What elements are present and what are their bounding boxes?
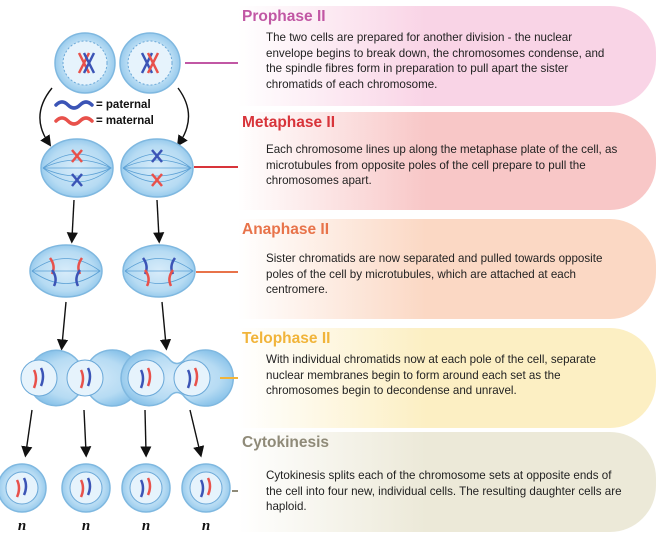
prophase-cell-right	[119, 32, 181, 94]
arrow-telo-to-cell-3	[140, 409, 152, 458]
phase-title: Metaphase II	[242, 114, 336, 131]
ploidy-label: n	[201, 518, 211, 534]
legend-paternal-label: = paternal	[96, 99, 151, 111]
ploidy-label: n	[17, 518, 27, 534]
panel-metaphase-ii: Metaphase II Each chromosome lines up al…	[238, 112, 656, 210]
ploidy-label: n	[141, 518, 151, 534]
panel-telophase-ii: Telophase II With individual chromatids …	[238, 328, 656, 428]
daughter-cell-4	[181, 463, 231, 513]
daughter-cell-2	[61, 463, 111, 513]
anaphase-cell-right	[122, 244, 196, 298]
arrow-telo-to-cell-4	[189, 409, 205, 458]
meiosis-ii-cell-diagram	[0, 32, 234, 513]
telophase-cell-left	[20, 349, 141, 407]
phase-title: Prophase II	[242, 8, 326, 25]
panel-prophase-ii: Prophase II The two cells are prepared f…	[238, 6, 656, 106]
anaphase-cell-left	[29, 244, 103, 298]
connector-metaphase	[194, 166, 263, 168]
arrow-telo-to-cell-2	[80, 409, 92, 458]
phase-description: With individual chromatids now at each p…	[266, 353, 596, 397]
daughter-cell-1	[0, 463, 47, 513]
phase-description: The two cells are prepared for another d…	[266, 31, 605, 91]
phase-description: Cytokinesis splits each of the chromosom…	[266, 469, 622, 513]
ploidy-label: n	[81, 518, 91, 534]
prophase-cell-left	[54, 32, 116, 94]
phase-description: Sister chromatids are now separated and …	[266, 252, 603, 296]
metaphase-cell-left	[40, 138, 114, 198]
phase-title: Cytokinesis	[242, 434, 330, 451]
arrow-ana-to-telo-left	[56, 301, 69, 351]
telophase-cell-right	[120, 349, 234, 407]
metaphase-cell-right	[120, 138, 194, 198]
paternal-legend-icon	[54, 100, 94, 110]
arrow-telo-to-cell-1	[21, 409, 33, 458]
phase-title: Telophase II	[242, 330, 331, 347]
panel-cytokinesis: Cytokinesis Cytokinesis splits each of t…	[238, 432, 656, 532]
curved-arrow-left	[39, 87, 53, 147]
connector-anaphase	[196, 271, 263, 273]
arrow-ana-to-telo-right	[159, 301, 172, 351]
arrow-meta-to-ana-right	[153, 199, 165, 244]
connector-prophase	[185, 62, 263, 64]
phase-title: Anaphase II	[242, 221, 329, 238]
phase-description: Each chromosome lines up along the metap…	[266, 143, 618, 187]
legend-maternal-label: = maternal	[96, 115, 154, 127]
maternal-legend-icon	[54, 116, 94, 126]
daughter-cell-3	[121, 463, 171, 513]
panel-anaphase-ii: Anaphase II Sister chromatids are now se…	[238, 219, 656, 319]
arrow-meta-to-ana-left	[66, 199, 78, 244]
curved-arrow-right	[176, 87, 190, 147]
